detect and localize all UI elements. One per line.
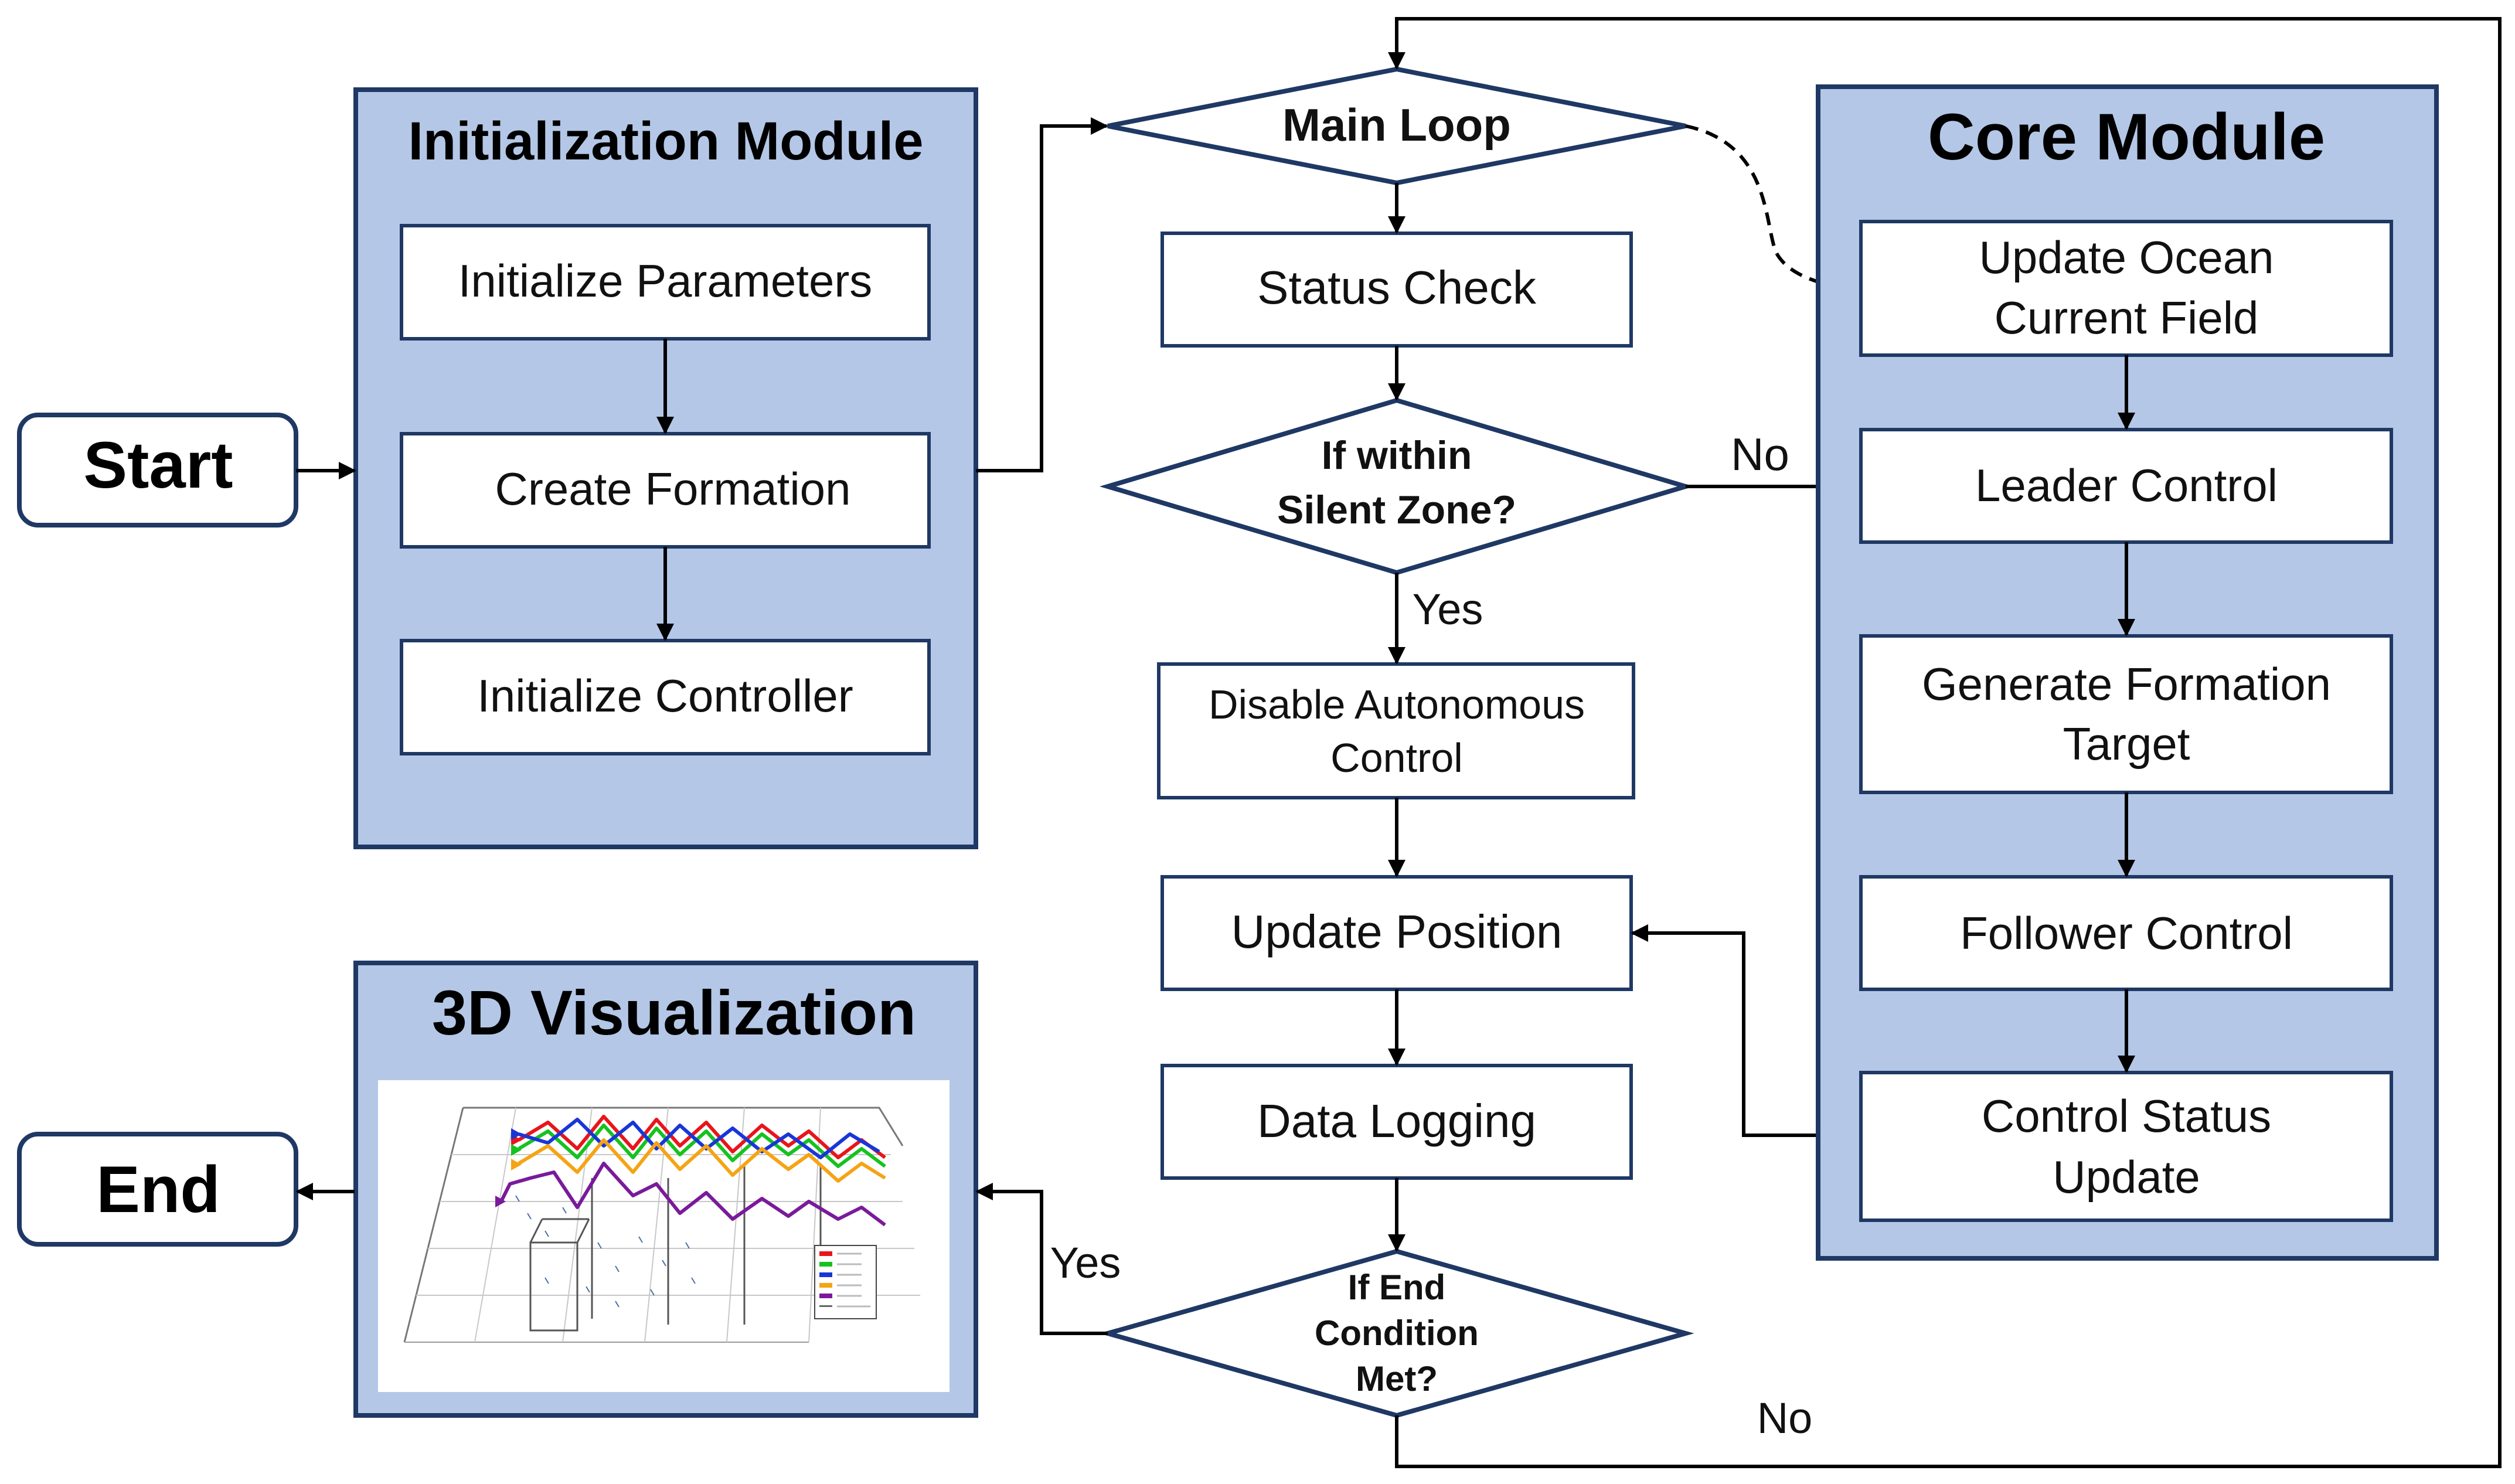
edge-label-silent-yes: Yes xyxy=(1413,585,1483,634)
disable-control-label-line2: Control xyxy=(1330,735,1463,781)
plot-legend xyxy=(814,1245,877,1319)
trajectory-1 xyxy=(518,1115,886,1159)
init-step-label: Initialize Controller xyxy=(477,670,853,721)
core-step-follower-control: Follower Control xyxy=(1859,875,2393,991)
start-marker-3 xyxy=(511,1128,522,1140)
init-step-label: Create Formation xyxy=(495,463,851,515)
core-step-label-line1: Control Status xyxy=(1982,1090,2271,1142)
initialization-module: Initialization Module Initialize Paramet… xyxy=(353,87,978,849)
silent-zone-label-line1: If within xyxy=(1322,433,1472,478)
end-condition-label-line2: Condition xyxy=(1315,1313,1479,1353)
trajectory-5 xyxy=(499,1162,886,1227)
update-position-label: Update Position xyxy=(1231,906,1563,958)
end-label: End xyxy=(96,1153,220,1226)
data-logging-box: Data Logging xyxy=(1160,1064,1633,1180)
end-condition-decision: If End Condition Met? xyxy=(1099,1248,1694,1418)
trajectory-2 xyxy=(518,1124,886,1168)
plot-frame-left xyxy=(403,1107,464,1343)
visualization-module-title: 3D Visualization xyxy=(432,977,916,1048)
edge-init-to-main-loop xyxy=(976,117,1108,472)
visualization-module: 3D Visualization xyxy=(353,961,978,1418)
main-loop-decision: Main Loop xyxy=(1107,66,1686,186)
start-marker-4 xyxy=(511,1159,522,1170)
edge-label-silent-no: No xyxy=(1731,428,1789,480)
core-step-update-ocean-current: Update Ocean Current Field xyxy=(1859,220,2393,357)
init-step-initialize-controller: Initialize Controller xyxy=(400,639,931,755)
plot-current-vectors xyxy=(515,1195,696,1308)
plot-frame-top xyxy=(463,1107,904,1146)
start-marker-2 xyxy=(511,1144,522,1156)
init-step-create-formation: Create Formation xyxy=(400,432,931,549)
trajectory-4 xyxy=(518,1138,886,1183)
core-step-control-status-update: Control Status Update xyxy=(1859,1071,2393,1222)
disable-control-label-line1: Disable Autonomous xyxy=(1209,682,1585,727)
core-step-label-line2: Update xyxy=(2053,1151,2200,1203)
initialization-module-title: Initialization Module xyxy=(408,111,923,171)
silent-zone-decision: If within Silent Zone? xyxy=(1100,397,1694,576)
core-module: Core Module Update Ocean Current Field L… xyxy=(1816,84,2439,1261)
plot-silent-zone-box xyxy=(529,1218,590,1332)
edge-control-status-to-update-position xyxy=(1631,924,1861,1137)
status-check-label: Status Check xyxy=(1257,261,1537,314)
core-step-label-line2: Current Field xyxy=(1995,292,2259,343)
disable-control-box: Disable Autonomous Control xyxy=(1157,662,1635,799)
end-condition-label-line1: If End xyxy=(1348,1268,1446,1307)
status-check-box: Status Check xyxy=(1160,232,1633,348)
edge-end-yes-to-visualization xyxy=(975,1183,1108,1335)
core-step-generate-formation-target: Generate Formation Target xyxy=(1859,634,2393,794)
core-step-label: Follower Control xyxy=(1960,907,2293,959)
data-logging-label: Data Logging xyxy=(1257,1095,1536,1147)
core-step-label-line2: Target xyxy=(2063,718,2190,770)
start-marker-5 xyxy=(495,1196,506,1207)
core-step-label-line1: Update Ocean xyxy=(1979,232,2274,283)
end-terminal: End xyxy=(17,1132,298,1247)
main-loop-label: Main Loop xyxy=(1282,99,1511,151)
core-step-leader-control: Leader Control xyxy=(1859,428,2393,544)
edge-label-end-no: No xyxy=(1757,1394,1813,1442)
visualization-3d-plot xyxy=(403,1107,920,1343)
silent-zone-label-line2: Silent Zone? xyxy=(1277,488,1516,532)
edge-label-end-yes: Yes xyxy=(1050,1238,1121,1287)
plot-start-markers xyxy=(495,1128,522,1207)
visualization-plot-area xyxy=(378,1080,949,1392)
init-step-label: Initialize Parameters xyxy=(458,255,873,307)
edge-end-no-loop-back xyxy=(1388,17,2502,1468)
end-condition-label-line3: Met? xyxy=(1356,1359,1438,1398)
update-position-box: Update Position xyxy=(1160,875,1633,991)
trajectory-3 xyxy=(518,1118,880,1159)
start-label: Start xyxy=(83,428,233,502)
core-step-label: Leader Control xyxy=(1975,460,2278,511)
core-step-label-line1: Generate Formation xyxy=(1922,658,2331,710)
core-module-title: Core Module xyxy=(1928,100,2325,173)
start-terminal: Start xyxy=(17,413,298,527)
plot-trajectories xyxy=(499,1115,886,1227)
init-step-initialize-parameters: Initialize Parameters xyxy=(400,224,931,341)
